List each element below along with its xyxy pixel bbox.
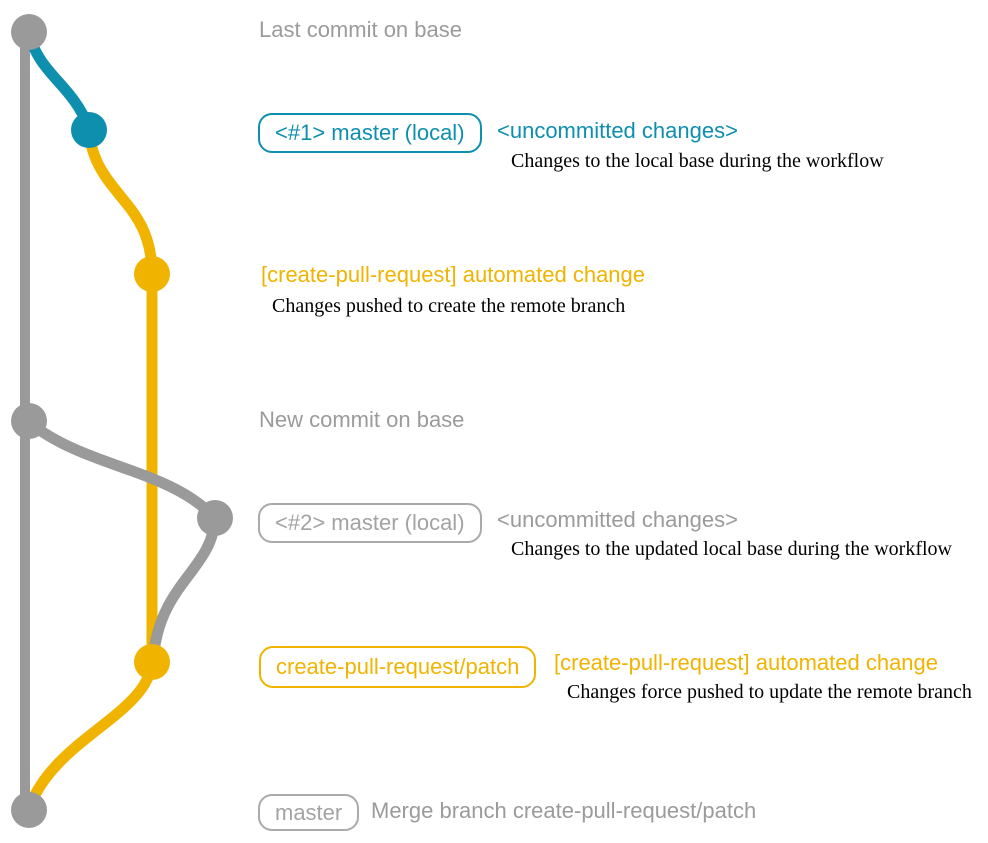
local-branch-curve-1 [23, 28, 95, 134]
heading-automated-change-2: [create-pull-request] automated change [554, 650, 939, 675]
local2-to-patch-curve [148, 512, 221, 658]
commit-node-local-master-1 [71, 112, 107, 148]
patch-merge-curve [24, 656, 158, 812]
heading-new-commit-on-base: New commit on base [259, 407, 465, 432]
caption-updated-local-base-changes: Changes to the updated local base during… [511, 538, 952, 560]
branch-pill-create-pull-request-patch: create-pull-request/patch [259, 646, 537, 688]
commit-node-automated-change-1 [134, 256, 170, 292]
branch-pill-master-local-1: <#1> master (local) [258, 113, 482, 153]
heading-last-commit-on-base: Last commit on base [259, 17, 462, 42]
base-to-local2-curve [23, 416, 221, 524]
heading-automated-change-1: [create-pull-request] automated change [261, 262, 646, 287]
commit-node-last-base [11, 14, 47, 50]
caption-changes-pushed: Changes pushed to create the remote bran… [272, 295, 626, 317]
caption-changes-force-pushed: Changes force pushed to update the remot… [567, 681, 972, 703]
heading-merge-branch: Merge branch create-pull-request/patch [371, 798, 757, 823]
commit-node-new-base [11, 403, 47, 439]
heading-uncommitted-changes-1: <uncommitted changes> [497, 118, 738, 143]
commit-node-merge [11, 792, 47, 828]
commit-node-local-master-2 [197, 500, 233, 536]
commit-node-automated-change-2 [134, 644, 170, 680]
branch-pill-master: master [258, 794, 360, 831]
caption-local-base-changes: Changes to the local base during the wor… [511, 150, 884, 172]
heading-uncommitted-changes-2: <uncommitted changes> [497, 507, 738, 532]
branch-pill-master-local-2: <#2> master (local) [258, 503, 482, 543]
remote-branch-curve-top [83, 126, 158, 280]
